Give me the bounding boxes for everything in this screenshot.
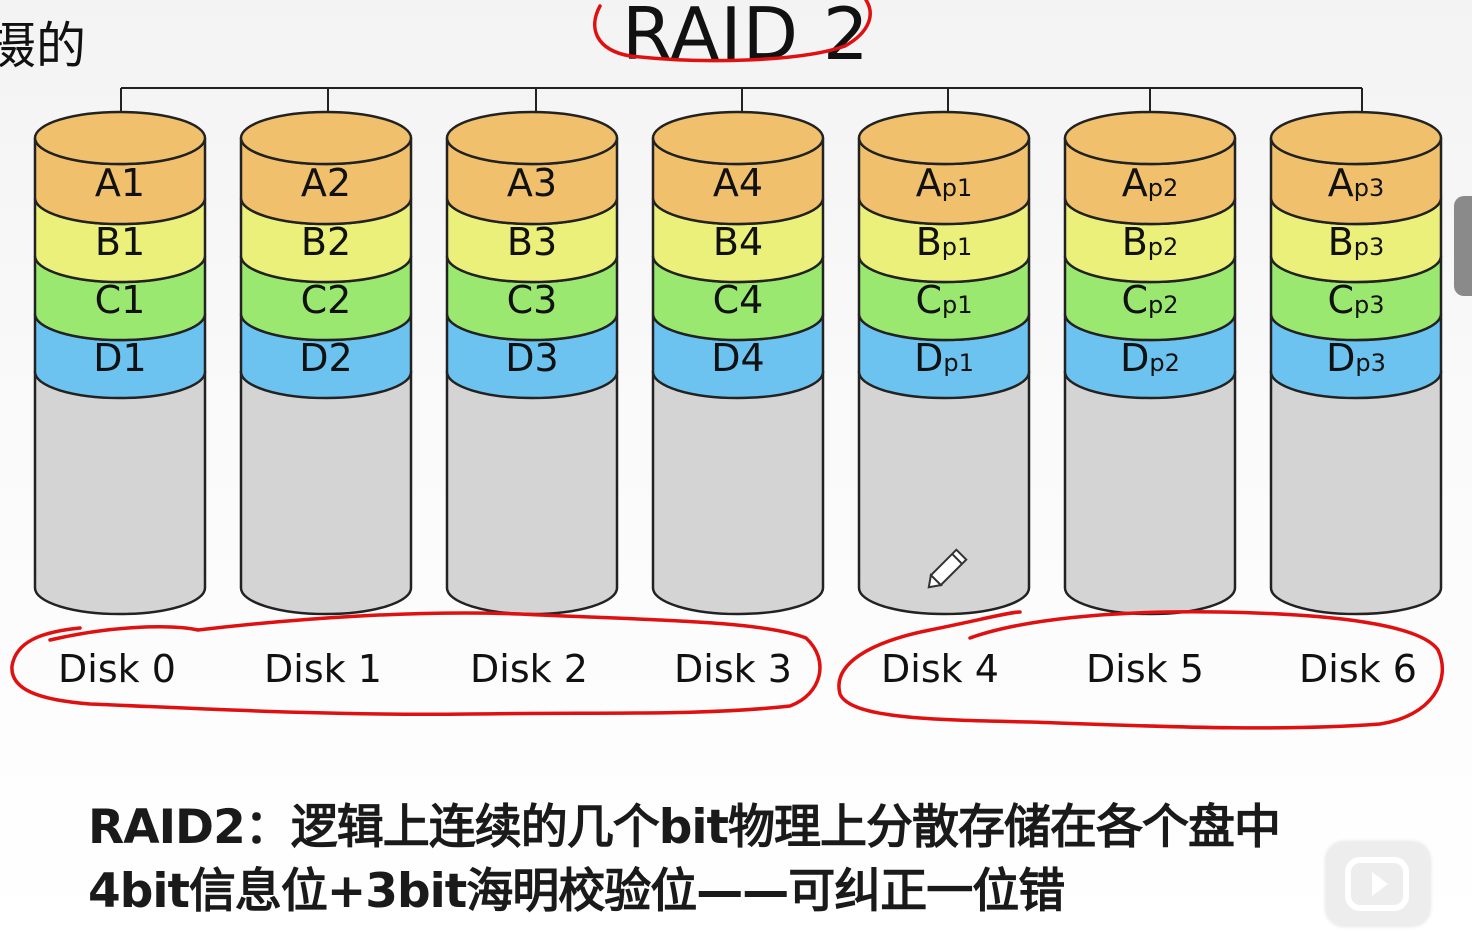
disk-body xyxy=(1269,370,1443,616)
corner-text: 摄的 xyxy=(0,17,86,75)
disk-top xyxy=(33,110,207,166)
stripe-label: Bp1 xyxy=(916,220,973,264)
stripe-label: A3 xyxy=(507,161,557,205)
stripe-label: Ap3 xyxy=(1328,161,1385,205)
disk-top xyxy=(239,110,413,166)
disk-body xyxy=(651,370,825,616)
stripe-label: Cp3 xyxy=(1327,278,1384,322)
side-scroll-handle[interactable] xyxy=(1454,196,1472,296)
disk-top xyxy=(1063,110,1237,166)
disk-label: Disk 5 xyxy=(1086,647,1204,691)
stripe-label: Ap1 xyxy=(916,161,973,205)
parity-disks-circle-annotation xyxy=(837,610,1444,730)
stripe-label: C1 xyxy=(95,278,146,322)
stripe-label: B4 xyxy=(713,220,763,264)
stripe-label: B1 xyxy=(95,220,145,264)
diagram-title: RAID 2 xyxy=(622,0,870,76)
disk-label: Disk 4 xyxy=(881,647,999,691)
disk-top xyxy=(445,110,619,166)
stripe-label: Dp1 xyxy=(914,336,974,380)
play-button[interactable] xyxy=(1326,842,1430,926)
disk-body xyxy=(857,370,1031,616)
disk-body xyxy=(33,370,207,616)
disk-label: Disk 3 xyxy=(674,647,792,691)
stripe-label: Dp3 xyxy=(1326,336,1386,380)
stripe-label: B3 xyxy=(507,220,557,264)
disk-label: Disk 2 xyxy=(470,647,588,691)
data-disks-circle-annotation xyxy=(10,611,822,717)
disk-top xyxy=(1269,110,1443,166)
play-icon xyxy=(1345,857,1409,911)
stripe-label: C2 xyxy=(301,278,352,322)
pencil-icon xyxy=(927,548,968,589)
stripe-label: Dp2 xyxy=(1120,336,1180,380)
stripe-label: D4 xyxy=(711,336,764,380)
stripe-label: Bp2 xyxy=(1122,220,1179,264)
stripe-label: B2 xyxy=(301,220,351,264)
caption-line-2: 4bit信息位+3bit海明校验位——可纠正一位错 xyxy=(88,864,1065,919)
title-circle-annotation xyxy=(593,0,872,63)
stripe-label: Ap2 xyxy=(1122,161,1179,205)
stripe-label: D1 xyxy=(93,336,146,380)
disk-body xyxy=(239,370,413,616)
stripe-label: A4 xyxy=(713,161,763,205)
stripe-label: C3 xyxy=(507,278,558,322)
stripe-label: D3 xyxy=(505,336,558,380)
disk-top xyxy=(857,110,1031,166)
disk-top xyxy=(651,110,825,166)
stripe-label: Cp2 xyxy=(1121,278,1178,322)
stripe-label: Bp3 xyxy=(1328,220,1385,264)
caption-line-1: RAID2：逻辑上连续的几个bit物理上分散存储在各个盘中 xyxy=(88,800,1281,855)
disk-label: Disk 1 xyxy=(264,647,382,691)
disk-label: Disk 6 xyxy=(1299,647,1417,691)
stripe-label: D2 xyxy=(299,336,352,380)
stripe-label: A2 xyxy=(301,161,351,205)
stripe-label: A1 xyxy=(95,161,145,205)
stripe-label: C4 xyxy=(713,278,764,322)
stripe-label: Cp1 xyxy=(915,278,972,322)
disk-label: Disk 0 xyxy=(58,647,176,691)
